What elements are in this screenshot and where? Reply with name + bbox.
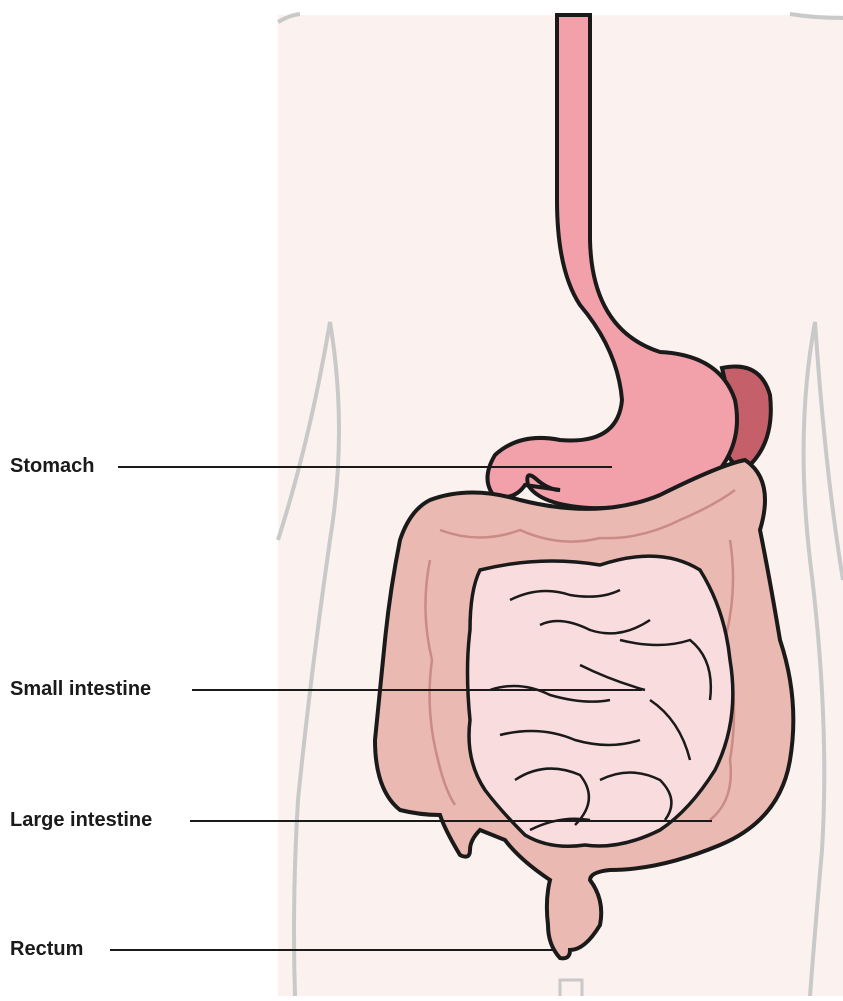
small-intestine-label: Small intestine [10,679,151,699]
rectum-label: Rectum [10,939,83,959]
small-intestine [468,556,733,846]
stomach-label: Stomach [10,456,94,476]
large-intestine-label: Large intestine [10,810,152,830]
